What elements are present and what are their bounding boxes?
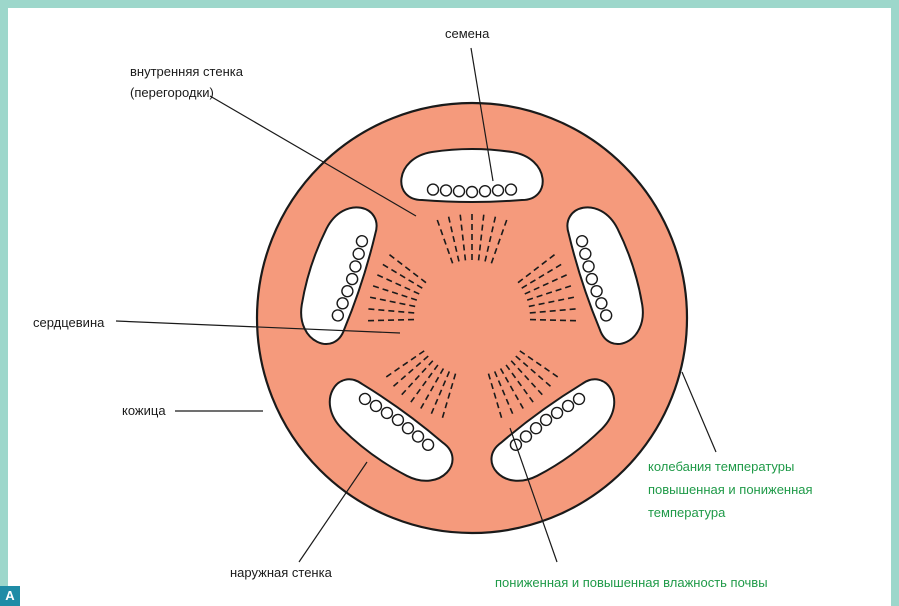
seed: [595, 297, 608, 310]
vascular-strand: [521, 261, 565, 289]
vascular-strand: [505, 364, 537, 406]
leader-core: [115, 320, 401, 334]
seed: [572, 392, 586, 406]
vascular-strand: [526, 283, 575, 301]
seed: [349, 260, 362, 273]
vascular-strand: [440, 373, 457, 422]
seed: [582, 260, 595, 273]
vascular-strand: [458, 210, 467, 261]
vascular-strand: [373, 272, 420, 295]
seed: [439, 184, 453, 197]
seed: [358, 392, 372, 406]
seed: [590, 284, 603, 298]
vascular-strand: [515, 355, 555, 390]
seed-chambers: [300, 148, 644, 482]
seed-chamber: [300, 206, 427, 345]
label-moisture: пониженная и повышенная влажность почвы: [495, 575, 768, 590]
vascular-strand: [389, 355, 429, 390]
vascular-strand: [379, 261, 423, 289]
vascular-strand: [484, 212, 498, 262]
seed: [575, 235, 589, 248]
seed: [352, 247, 365, 261]
chamber-cavity: [328, 378, 454, 482]
seed: [391, 413, 405, 427]
label-inner-wall-line1: внутренняя стенка: [130, 64, 244, 79]
vascular-strand: [529, 307, 580, 314]
seed: [426, 183, 440, 196]
panel-tag-badge: A: [0, 586, 20, 606]
vascular-strand: [435, 215, 454, 264]
vascular-strand: [429, 371, 451, 418]
seed: [380, 406, 394, 420]
seed-chamber: [517, 206, 644, 345]
vascular-strand: [493, 371, 515, 418]
leader-inner-wall: [209, 95, 417, 217]
seed: [355, 235, 369, 248]
seed: [421, 438, 435, 452]
leader-temperature: [681, 371, 717, 453]
vascular-strand: [366, 295, 416, 308]
seed: [478, 184, 492, 198]
vascular-strand: [418, 368, 445, 413]
seed: [331, 309, 345, 322]
seed: [345, 272, 359, 286]
seed: [529, 422, 543, 435]
vascular-strand: [510, 360, 546, 399]
seed: [369, 399, 383, 413]
label-temperature-line2: повышенная и пониженная: [648, 482, 813, 497]
seed-chamber: [487, 350, 616, 482]
leader-outer-wall: [298, 461, 368, 563]
vascular-strand: [364, 307, 415, 314]
seed-chamber: [400, 148, 544, 264]
vascular-strand: [446, 212, 460, 262]
vascular-strand: [364, 318, 415, 322]
seed: [539, 413, 553, 427]
seed-chamber: [328, 350, 457, 482]
vascular-strand: [477, 210, 486, 261]
label-temperature-line1: колебания температуры: [648, 459, 794, 474]
seed: [465, 185, 479, 199]
vascular-strand: [524, 272, 571, 295]
label-core: сердцевина: [33, 315, 105, 330]
seed: [579, 247, 592, 261]
leader-seeds: [470, 47, 494, 182]
seed: [599, 309, 613, 322]
seed: [519, 430, 533, 443]
seed: [550, 406, 564, 420]
seed: [341, 284, 354, 298]
vascular-strand: [487, 373, 504, 422]
seed: [452, 184, 466, 198]
label-inner-wall-line2: (перегородки): [130, 85, 214, 100]
label-seeds: семена: [445, 26, 490, 41]
vascular-strand: [519, 350, 562, 380]
vascular-strand: [385, 251, 427, 284]
seed: [491, 184, 505, 197]
seed: [504, 183, 518, 196]
seed: [401, 422, 415, 435]
vascular-strand: [528, 295, 578, 308]
vascular-strand: [499, 368, 526, 413]
seed: [561, 399, 575, 413]
leader-moisture: [509, 427, 558, 563]
label-skin: кожица: [122, 403, 166, 418]
chamber-cavity: [490, 378, 616, 482]
vascular-strand: [398, 360, 434, 399]
label-temperature-line3: температура: [648, 505, 726, 520]
seed: [411, 430, 425, 443]
vascular-strand: [517, 251, 559, 284]
seed: [336, 297, 349, 310]
vascular-strand: [407, 364, 439, 406]
seed: [585, 272, 599, 286]
vascular-strand: [382, 350, 425, 380]
vascular-strand: [490, 215, 509, 264]
vascular-strand: [369, 283, 418, 301]
vascular-strand: [529, 318, 580, 322]
label-outer-wall: наружная стенка: [230, 565, 333, 580]
